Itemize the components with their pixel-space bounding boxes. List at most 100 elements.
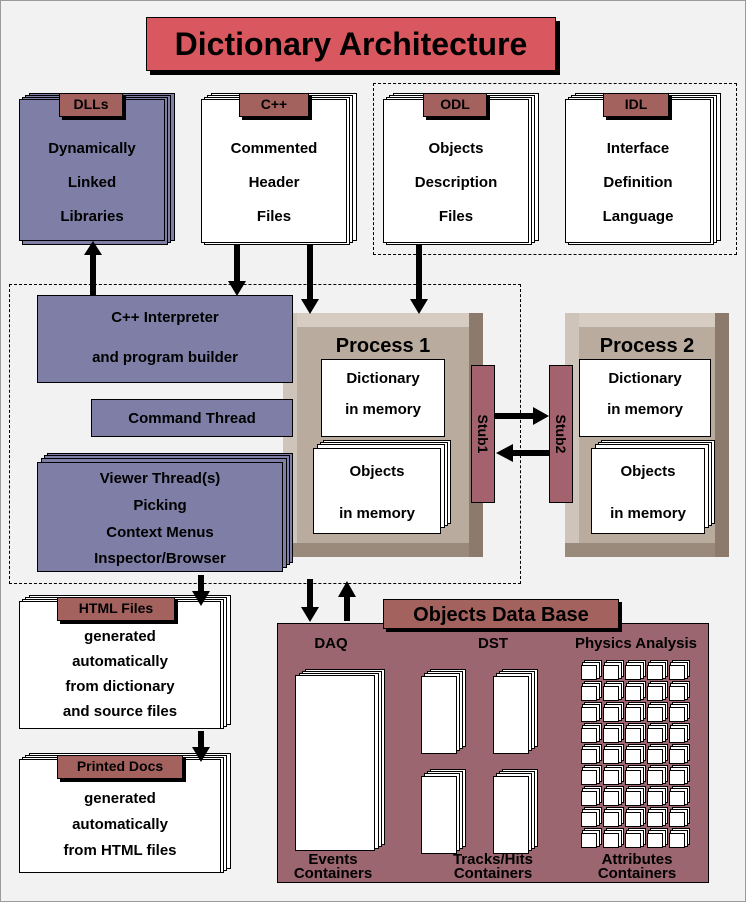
attribute-container-cell (581, 707, 597, 722)
idl-line-3: Language (602, 208, 674, 225)
attribute-container-cell (669, 833, 685, 848)
attribute-container-cell (625, 833, 641, 848)
attribute-container-cell (603, 791, 619, 806)
dst-container-stack-2 (493, 669, 539, 755)
arrowhead-dlls (84, 241, 102, 255)
process1-dictionary-line-1: Dictionary (346, 370, 420, 387)
attribute-container-cell (647, 707, 663, 722)
attribute-container-cell (603, 686, 619, 701)
command-thread-box: Command Thread (91, 399, 293, 437)
idl-odl-group-frame (373, 83, 737, 255)
process2-title: Process 2 (599, 335, 695, 357)
odl-line-1: Objects (428, 140, 484, 157)
arrowhead-process1-cpp (301, 299, 319, 314)
viewer-threads-box: Viewer Thread(s) Picking Context Menus I… (37, 453, 295, 575)
process2-dictionary-box: Dictionary in memory (579, 359, 711, 437)
html-line-2: automatically (72, 653, 168, 670)
idl-line-1: Interface (606, 140, 670, 157)
dst-column-label: DST (478, 635, 508, 652)
cpp-interpreter-box: C++ Interpreter and program builder (37, 295, 293, 383)
daq-column-label: DAQ (314, 635, 348, 652)
events-footer-line-2: Containers (293, 865, 373, 882)
events-footer-line-1: Events (308, 851, 358, 868)
arrowhead-interpreter-1 (228, 281, 246, 296)
arrowhead-stub1 (496, 444, 513, 462)
attribute-container-cell (581, 728, 597, 743)
stub1-bar: Stub1 (471, 365, 495, 503)
attribute-container-cell (625, 707, 641, 722)
odl-line-2: Description (414, 174, 498, 191)
attribute-container-cell (603, 728, 619, 743)
viewer-line-4: Inspector/Browser (94, 550, 226, 567)
attribute-container-cell (603, 770, 619, 785)
attribute-container-cell (625, 728, 641, 743)
odl-line-3: Files (438, 208, 474, 225)
interpreter-line-1: C++ Interpreter (111, 309, 219, 326)
dst-container-stack-3 (421, 769, 467, 855)
attribute-container-cell (625, 686, 641, 701)
tracks-footer-line-2: Containers (453, 865, 533, 882)
html-files-tab: HTML Files (57, 597, 175, 621)
attribute-container-cell (647, 686, 663, 701)
attribute-container-cell (647, 749, 663, 764)
attribute-container-cell (625, 665, 641, 680)
interpreter-line-2: and program builder (92, 349, 238, 366)
attribute-container-cell (669, 707, 685, 722)
objects-database-title: Objects Data Base (383, 599, 619, 629)
attribute-container-cell (603, 812, 619, 827)
attribute-container-cell (581, 749, 597, 764)
dlls-line-2: Linked (67, 174, 117, 191)
attributes-containers-label: Attributes Containers (587, 852, 687, 881)
cpp-header-box: Commented Header Files C++ (201, 93, 361, 245)
printed-line-2: automatically (72, 816, 168, 833)
dst-container-stack-1 (421, 669, 467, 755)
tracks-footer-line-1: Tracks/Hits (452, 851, 534, 868)
arrowhead-printed (192, 747, 210, 762)
dlls-box: Dynamically Linked Libraries DLLs (19, 93, 177, 245)
idl-box: Interface Definition Language IDL (565, 93, 725, 245)
attribute-container-cell (647, 665, 663, 680)
attribute-container-cell (625, 749, 641, 764)
process2-objects-stack: Objects in memory (591, 440, 725, 536)
printed-docs-tab: Printed Docs (57, 755, 183, 779)
arrowhead-database (301, 607, 319, 622)
process2-dictionary-line-1: Dictionary (608, 370, 682, 387)
printed-line-3: from HTML files (63, 842, 177, 859)
printed-line-1: generated (84, 790, 156, 807)
attribute-container-cell (581, 833, 597, 848)
process1-title: Process 1 (335, 335, 431, 357)
stub2-bar: Stub2 (549, 365, 573, 503)
process2-dictionary-line-2: in memory (607, 401, 683, 418)
attribute-container-cell (647, 833, 663, 848)
tracks-hits-containers-label: Tracks/Hits Containers (441, 851, 545, 882)
cpp-tab: C++ (239, 93, 309, 117)
attribute-container-cell (669, 749, 685, 764)
dlls-tab: DLLs (59, 93, 123, 117)
attribute-container-cell (647, 812, 663, 827)
process1-dictionary-box: Dictionary in memory (321, 359, 445, 437)
attributes-container-grid (581, 665, 701, 855)
html-line-4: and source files (62, 703, 178, 720)
idl-tab: IDL (603, 93, 669, 117)
daq-events-container-stack (295, 669, 387, 853)
attribute-container-cell (647, 728, 663, 743)
attribute-container-cell (669, 791, 685, 806)
idl-line-2: Definition (603, 174, 673, 191)
attribute-container-cell (603, 707, 619, 722)
viewer-line-2: Picking (133, 497, 187, 514)
attribute-container-cell (647, 770, 663, 785)
dlls-line-1: Dynamically (48, 140, 136, 157)
html-files-box: generated automatically from dictionary … (19, 595, 233, 731)
attribute-container-cell (669, 686, 685, 701)
attribute-container-cell (581, 686, 597, 701)
process1-objects-stack: Objects in memory (313, 440, 453, 536)
process2-block: Process 2 Dictionary in memory Objects i… (565, 313, 729, 557)
process1-objects-line-1: Objects (349, 463, 405, 480)
attribute-container-cell (603, 749, 619, 764)
process2-objects-line-1: Objects (620, 463, 676, 480)
attribute-container-cell (669, 812, 685, 827)
html-line-3: from dictionary (65, 678, 175, 695)
attribute-container-cell (669, 728, 685, 743)
arrowhead-html (192, 591, 210, 606)
